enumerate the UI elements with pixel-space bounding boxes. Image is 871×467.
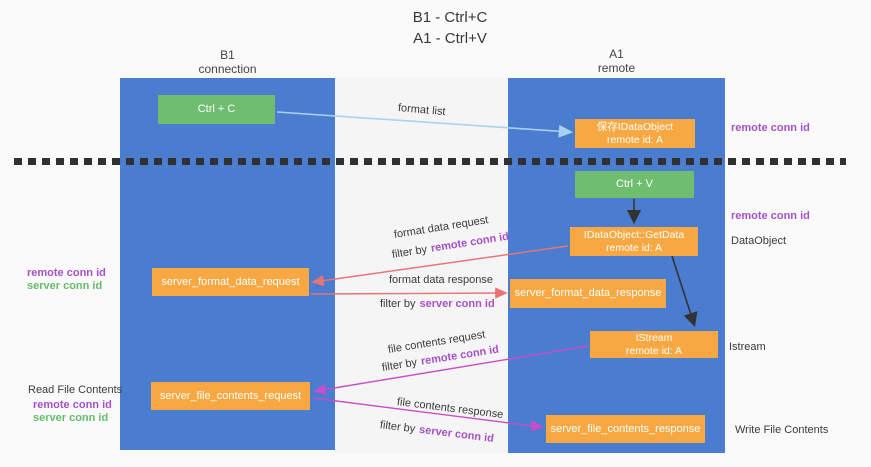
page-title-line1: B1 - Ctrl+C [412, 9, 488, 26]
lane-header-b1: B1 connection [120, 48, 335, 76]
lane-gap [335, 78, 508, 453]
server-file-contents-request-node: server_file_contents_request [151, 382, 310, 410]
dataobject-label: DataObject [731, 235, 787, 247]
server-conn-id-label-left-top: server conn id [27, 280, 103, 292]
session-divider-dashed-line [14, 158, 846, 165]
format-data-response-label: format data response [389, 274, 493, 286]
server-format-data-request-node: server_format_data_request [152, 268, 309, 296]
remote-conn-id-label-left-bottom: remote conn id [33, 399, 112, 411]
save-idataobject-line1: 保存IDataObject [596, 121, 674, 133]
istream-node: IStream remote id: A [590, 331, 718, 358]
page-title: B1 - Ctrl+C A1 - Ctrl+V [330, 7, 570, 49]
lane-b1-subtitle: connection [198, 62, 257, 76]
page-title-line2: A1 - Ctrl+V [413, 30, 487, 47]
ctrl-c-node: Ctrl + C [158, 95, 275, 124]
ctrl-v-node: Ctrl + V [575, 171, 694, 198]
idataobject-getdata-line2: remote id: A [605, 241, 663, 254]
server-conn-id-text: server conn id [419, 298, 495, 310]
lane-header-a1: A1 remote [508, 47, 725, 75]
istream-line2: remote id: A [625, 344, 683, 357]
lane-b1-title: B1 [220, 48, 235, 62]
remote-conn-id-label-right-top: remote conn id [731, 122, 810, 134]
filter-by-server-conn-id-label-1: filter by server conn id [380, 298, 495, 310]
idataobject-getdata-node: IDataObject::GetData remote id: A [570, 227, 698, 256]
remote-conn-id-label-left-top: remote conn id [27, 267, 106, 279]
lane-a1-subtitle: remote [597, 61, 636, 75]
server-file-contents-response-node: server_file_contents_response [546, 415, 705, 443]
write-file-contents-label: Write File Contents [735, 424, 829, 436]
istream-side-label: Istream [729, 341, 766, 353]
save-idataobject-node: 保存IDataObject remote id: A [575, 119, 695, 148]
server-format-data-response-node: server_format_data_response [510, 279, 666, 308]
lane-a1-title: A1 [609, 47, 624, 61]
remote-conn-id-label-right-mid: remote conn id [731, 210, 810, 222]
istream-line1: IStream [635, 332, 673, 344]
filter-by-text: filter by [380, 298, 416, 310]
read-file-contents-label: Read File Contents [28, 384, 123, 396]
server-conn-id-label-left-bottom: server conn id [33, 412, 109, 424]
save-idataobject-line2: remote id: A [606, 133, 664, 146]
idataobject-getdata-line1: IDataObject::GetData [583, 229, 685, 241]
